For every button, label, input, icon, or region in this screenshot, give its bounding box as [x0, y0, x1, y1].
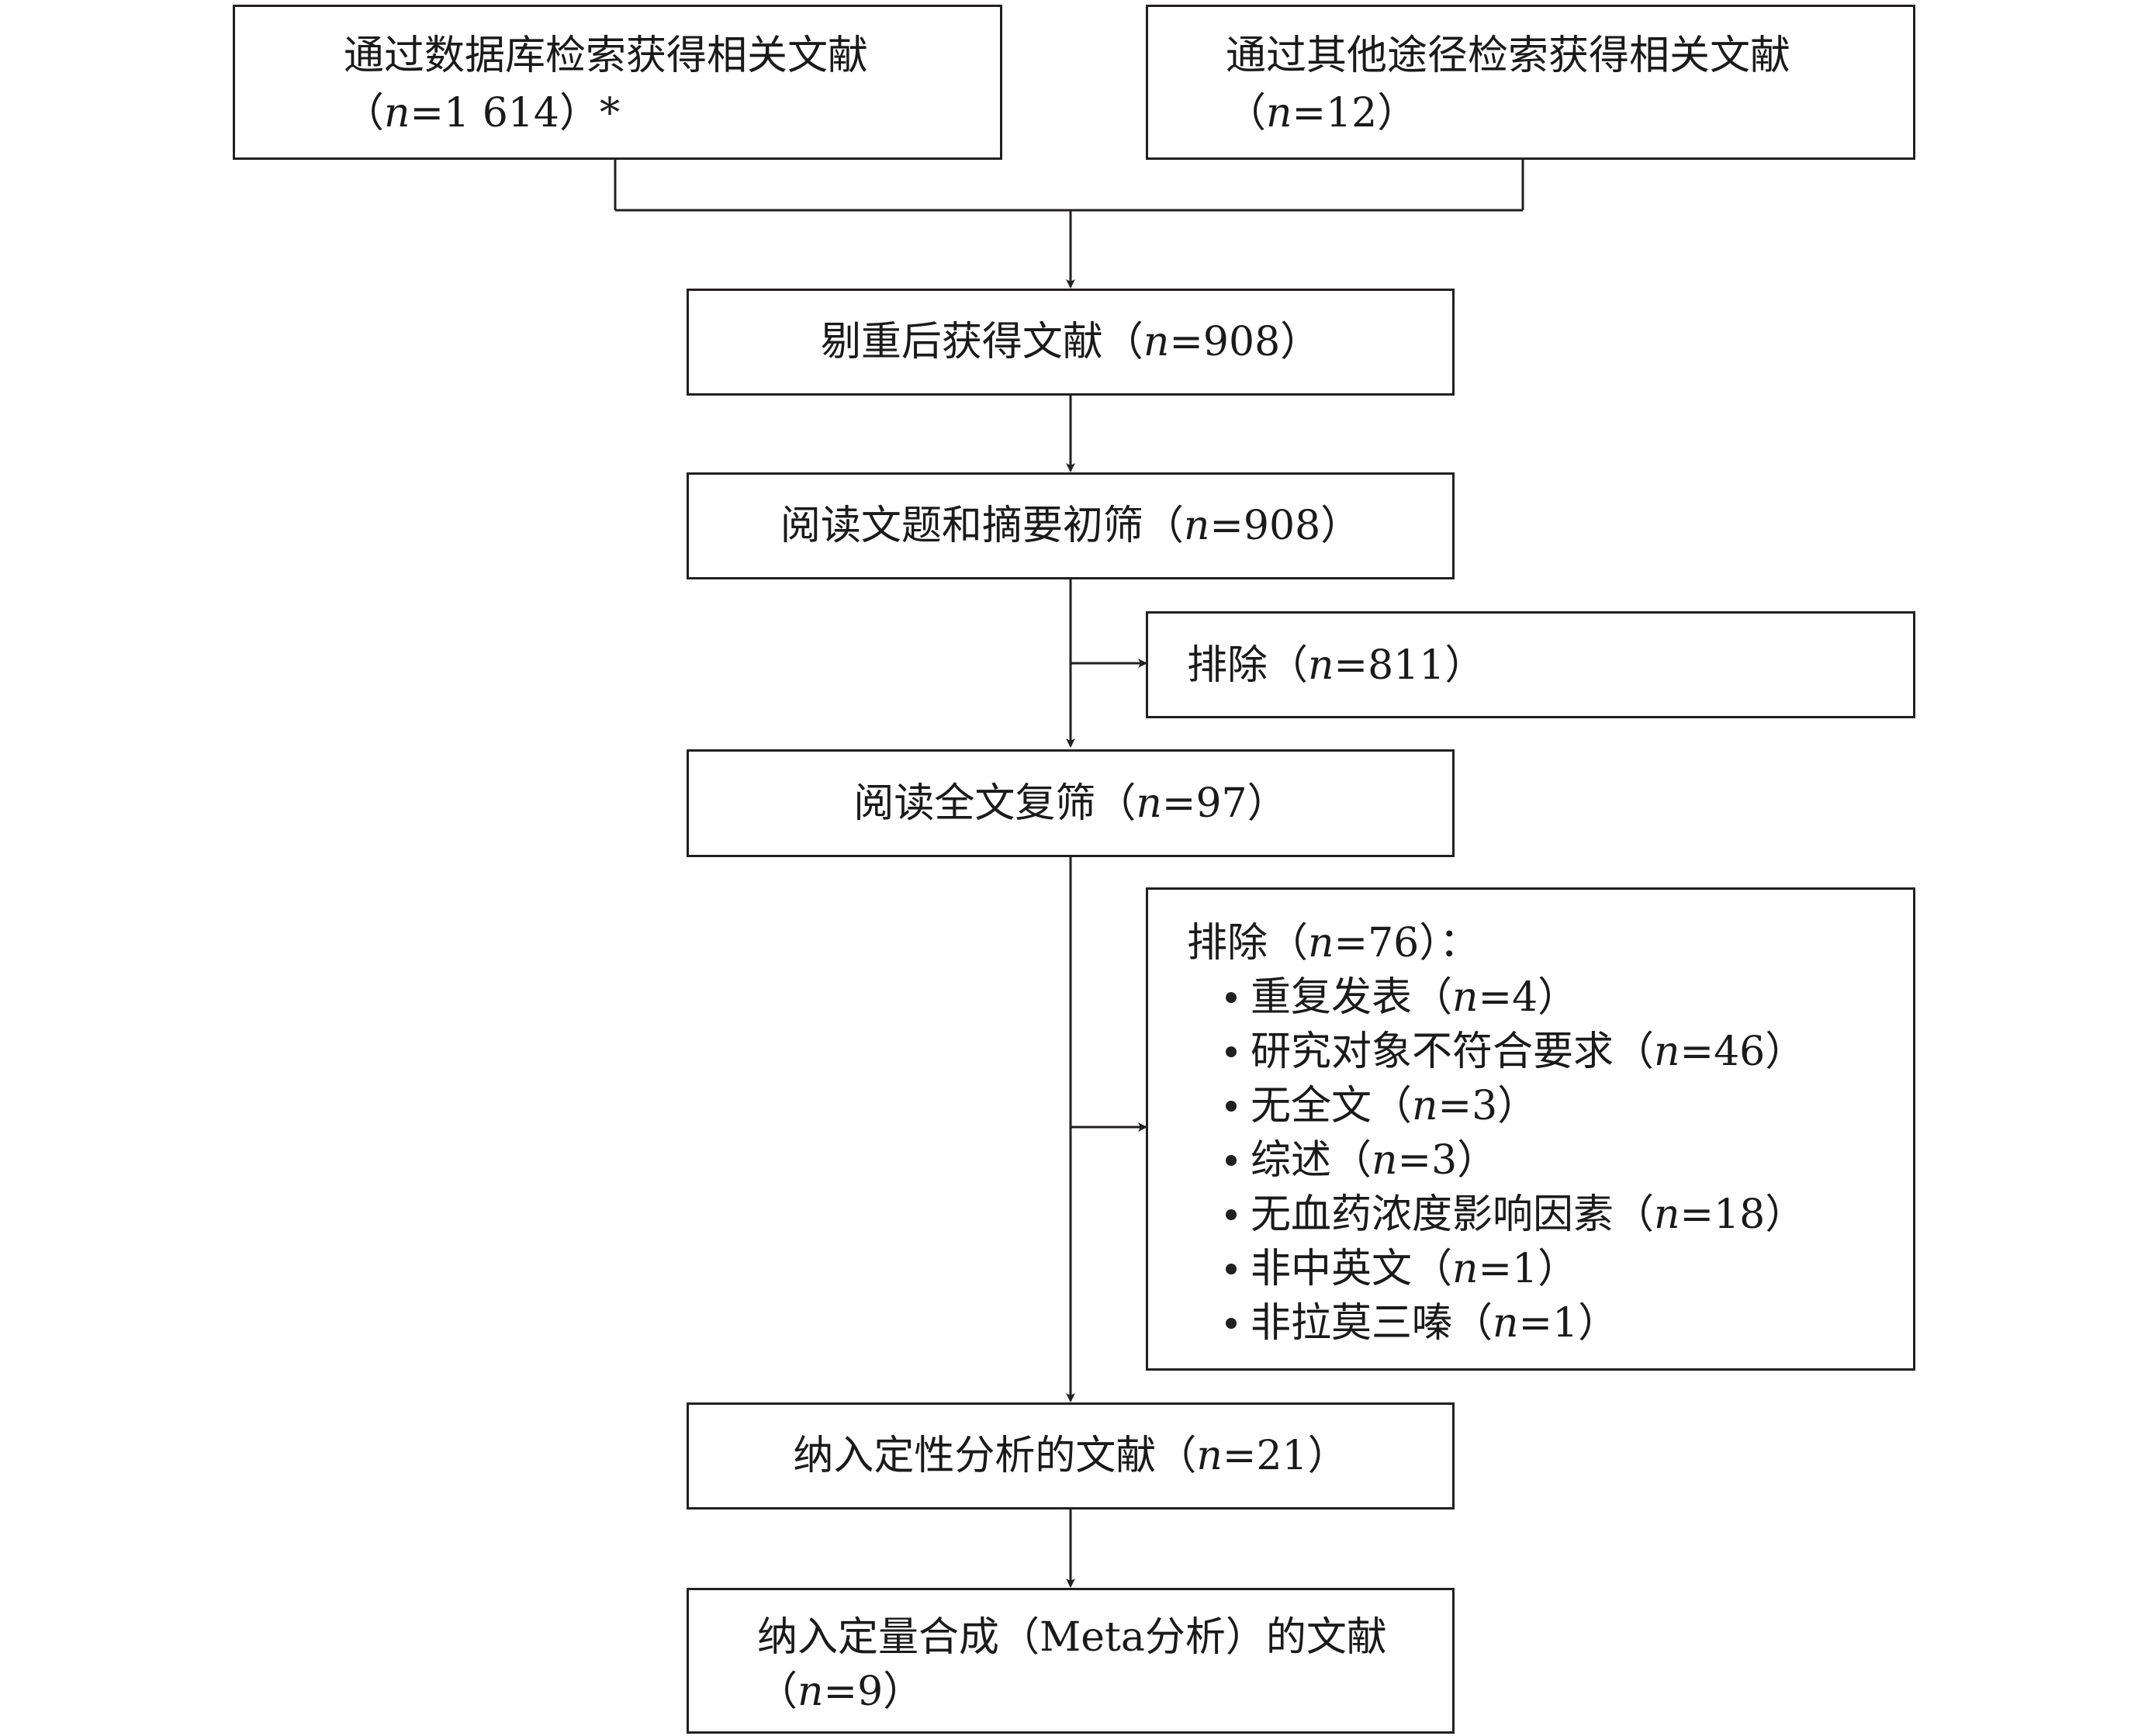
meta-n-symbol: n [797, 1669, 824, 1715]
fulltext-n-symbol: n [1136, 780, 1162, 827]
meta-paren: （ [757, 1669, 798, 1715]
exclude-reason-item: 无血药浓度影响因素（n=18） [1226, 1188, 1805, 1242]
qualitative-n-symbol: n [1196, 1433, 1223, 1479]
exclude-reason-count: =46） [1680, 1029, 1806, 1075]
exclude-reason-label: 综述（ [1251, 1137, 1372, 1184]
bullet-dot-icon [1226, 1209, 1237, 1220]
exclude2-box: 排除（n=76）： 重复发表（n=4） 研究对象不符合要求（n=46） 无全文（… [1146, 887, 1915, 1371]
db-search-n-symbol: n [384, 90, 410, 137]
fulltext-count: =97） [1161, 780, 1288, 827]
title-abstract-label: 阅读文题和摘要初筛（ [780, 503, 1184, 549]
meta-box: 纳入定量合成（Meta分析）的文献 （n=9） [687, 1588, 1455, 1734]
qualitative-box: 纳入定性分析的文献（n=21） [687, 1402, 1455, 1509]
bullet-dot-icon [1226, 991, 1237, 1003]
exclude-reason-item: 综述（n=3） [1226, 1133, 1497, 1188]
exclude2-n-symbol: n [1308, 920, 1334, 967]
other-search-count: =12） [1292, 90, 1418, 137]
dedup-box: 剔重后获得文献（n=908） [687, 289, 1455, 396]
exclude-reason-label: 无全文（ [1251, 1083, 1413, 1129]
other-search-n-symbol: n [1266, 90, 1292, 137]
db-search-box: 通过数据库检索获得相关文献 （n=1 614）* [233, 5, 1002, 160]
dedup-label: 剔重后获得文献（ [820, 319, 1143, 365]
exclude-reason-label: 非中英文（ [1251, 1246, 1453, 1292]
meta-count: =9） [823, 1669, 924, 1715]
bullet-dot-icon [1226, 1154, 1237, 1166]
exclude-reason-label: 重复发表（ [1251, 974, 1453, 1021]
db-search-paren: （ [344, 90, 385, 137]
fulltext-box: 阅读全文复筛（n=97） [687, 749, 1455, 857]
bullet-dot-icon [1226, 1317, 1237, 1329]
other-search-paren: （ [1226, 90, 1267, 137]
exclude-reason-n-symbol: n [1452, 1246, 1479, 1292]
dedup-n-symbol: n [1143, 319, 1170, 365]
bullet-dot-icon [1226, 1263, 1237, 1274]
qualitative-count: =21） [1222, 1433, 1348, 1479]
exclude2-header: 排除（n=76）： [1187, 916, 1479, 970]
fulltext-label: 阅读全文复筛（ [853, 780, 1136, 827]
exclude1-n-symbol: n [1308, 642, 1334, 689]
exclude-reason-n-symbol: n [1452, 974, 1479, 1021]
exclude-reason-n-symbol: n [1412, 1083, 1438, 1129]
db-search-count: =1 614）* [410, 90, 620, 137]
exclude-reason-item: 无全文（n=3） [1226, 1079, 1538, 1133]
other-search-box: 通过其他途径检索获得相关文献 （n=12） [1146, 5, 1915, 160]
exclude-reason-item: 非拉莫三嗪（n=1） [1226, 1296, 1618, 1350]
exclude-reason-label: 无血药浓度影响因素（ [1251, 1191, 1655, 1238]
title-abstract-text: 阅读文题和摘要初筛（n=908） [780, 499, 1361, 553]
exclude1-box: 排除（n=811） [1146, 611, 1915, 718]
exclude-reason-n-symbol: n [1372, 1137, 1398, 1184]
exclude1-count: =811） [1334, 642, 1486, 689]
bullet-dot-icon [1226, 1100, 1237, 1112]
exclude-reason-item: 研究对象不符合要求（n=46） [1226, 1025, 1805, 1079]
exclude-reason-n-symbol: n [1493, 1300, 1519, 1347]
exclude-reason-n-symbol: n [1654, 1029, 1680, 1075]
exclude2-header-label: 排除（ [1187, 920, 1309, 967]
exclude2-header-count: =76）： [1334, 920, 1480, 967]
exclude-reason-count: =1） [1518, 1300, 1619, 1347]
exclude-reason-count: =1） [1478, 1246, 1579, 1292]
db-search-title: 通过数据库检索获得相关文献 [344, 33, 869, 79]
exclude-reason-count: =18） [1680, 1191, 1806, 1238]
exclude-reason-count: =4） [1478, 974, 1579, 1021]
qualitative-text: 纳入定性分析的文献（n=21） [793, 1429, 1347, 1483]
title-abstract-count: =908） [1209, 503, 1361, 549]
fulltext-text: 阅读全文复筛（n=97） [853, 776, 1287, 831]
exclude-reason-count: =3） [1437, 1083, 1538, 1129]
exclude-reason-item: 重复发表（n=4） [1226, 970, 1578, 1025]
meta-title: 纳入定量合成（Meta分析）的文献 [757, 1614, 1387, 1661]
exclude-reason-n-symbol: n [1654, 1191, 1680, 1238]
exclude-reason-label: 研究对象不符合要求（ [1251, 1029, 1655, 1075]
dedup-count: =908） [1169, 319, 1321, 365]
title-abstract-box: 阅读文题和摘要初筛（n=908） [687, 472, 1455, 579]
qualitative-label: 纳入定性分析的文献（ [793, 1433, 1197, 1479]
exclude1-label: 排除（ [1187, 642, 1309, 689]
bullet-dot-icon [1226, 1046, 1237, 1057]
other-search-title: 通过其他途径检索获得相关文献 [1226, 33, 1791, 79]
dedup-text: 剔重后获得文献（n=908） [821, 315, 1320, 369]
exclude-reason-count: =3） [1397, 1137, 1498, 1184]
exclude-reason-item: 非中英文（n=1） [1226, 1242, 1578, 1296]
exclude-reason-label: 非拉莫三嗪（ [1251, 1300, 1493, 1347]
title-abstract-n-symbol: n [1183, 503, 1210, 549]
